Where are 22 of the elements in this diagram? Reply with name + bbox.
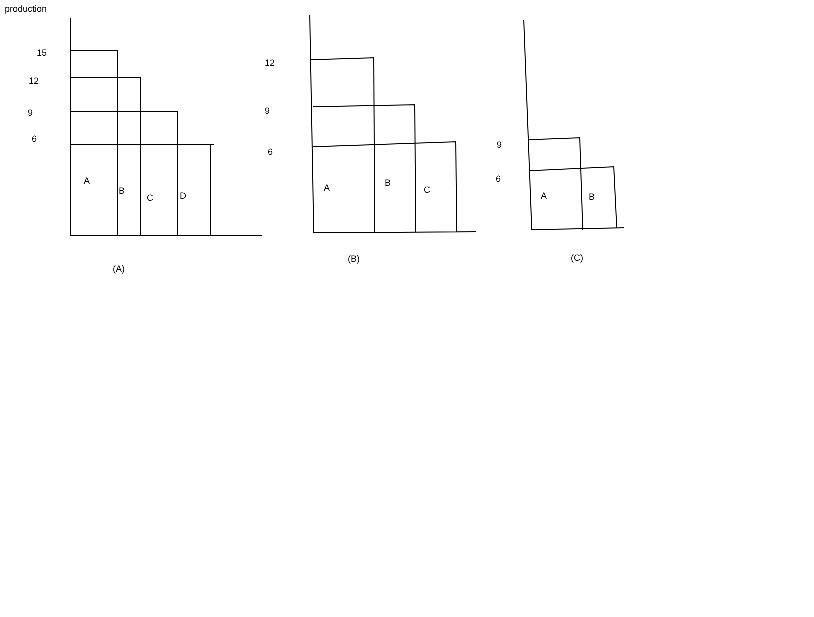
panel-label: (B) [348, 254, 360, 265]
tick-label: 6 [496, 174, 502, 185]
tick-label: 9 [28, 108, 34, 119]
segment-label: A [84, 176, 90, 187]
tick-label: 9 [497, 140, 502, 151]
tick-label: 15 [37, 48, 48, 59]
segment-label: B [385, 178, 392, 189]
tick-label: 12 [29, 76, 40, 87]
tick-label: 12 [265, 58, 276, 69]
tick-label: 9 [265, 106, 270, 117]
segment-label: C [147, 193, 154, 204]
panel-label: (A) [113, 264, 125, 275]
panel-label: (C) [571, 253, 584, 264]
tick-label: 6 [32, 134, 38, 145]
segment-label: D [180, 191, 186, 202]
segment-label: C [424, 185, 430, 196]
segment-label: B [589, 192, 596, 203]
segment-label: B [119, 186, 126, 197]
segment-label: A [541, 191, 548, 202]
tick-label: 6 [268, 147, 274, 158]
axis-title: production [5, 4, 48, 15]
segment-label: A [324, 183, 330, 194]
